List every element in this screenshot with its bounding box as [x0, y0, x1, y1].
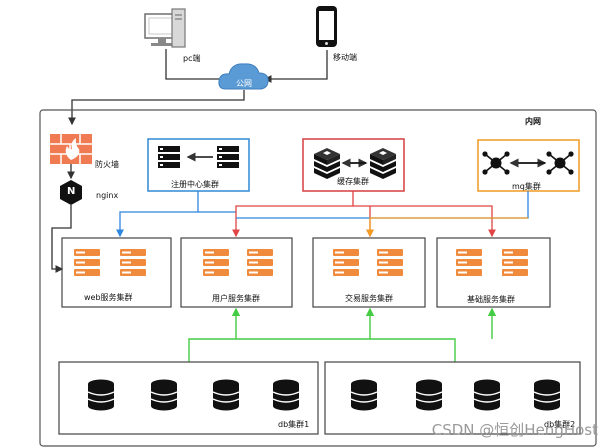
db-cluster-1-box	[58, 361, 319, 435]
watermark: CSDN @恒创HengHost	[431, 421, 598, 439]
nginx-icon	[60, 180, 82, 205]
internet-label: 公网	[236, 79, 252, 88]
db-cluster-1-label: db集群1	[278, 420, 310, 429]
trade-cluster-box	[312, 237, 426, 308]
trade-cluster-label: 交易服务集群	[345, 294, 393, 303]
web-cluster-box	[61, 237, 172, 308]
base-cluster-box	[436, 237, 551, 308]
registry-links	[116, 191, 236, 238]
firewall-icon	[50, 134, 92, 164]
db-cluster-2-box	[324, 361, 581, 435]
pc-icon	[144, 8, 186, 48]
client-links	[165, 49, 328, 83]
nginx-label: nginx	[96, 191, 119, 200]
base-cluster-label: 基础服务集群	[467, 295, 515, 304]
nginx-to-web-link	[51, 205, 72, 273]
firewall-label: 防火墙	[95, 160, 119, 169]
nginx-logo-letter: N	[67, 186, 76, 197]
mq-label: mq集群	[512, 182, 541, 191]
cloud-icon	[218, 63, 269, 90]
cloud-to-firewall-link	[68, 90, 245, 126]
intranet-label: 内网	[525, 117, 541, 126]
pc-label: pc端	[183, 54, 201, 63]
db-cluster-2-label: db集群2	[544, 420, 576, 429]
db-links	[188, 307, 497, 362]
mobile-label: 移动端	[333, 53, 357, 62]
cache-label: 缓存集群	[337, 177, 369, 186]
mq-links	[236, 191, 529, 238]
cache-links	[232, 191, 496, 238]
intranet-container	[39, 109, 597, 447]
user-cluster-label: 用户服务集群	[212, 294, 260, 303]
web-cluster-label: web服务集群	[84, 293, 133, 302]
user-cluster-box	[180, 237, 293, 308]
registry-label: 注册中心集群	[171, 180, 219, 189]
mobile-phone-icon	[316, 6, 337, 47]
